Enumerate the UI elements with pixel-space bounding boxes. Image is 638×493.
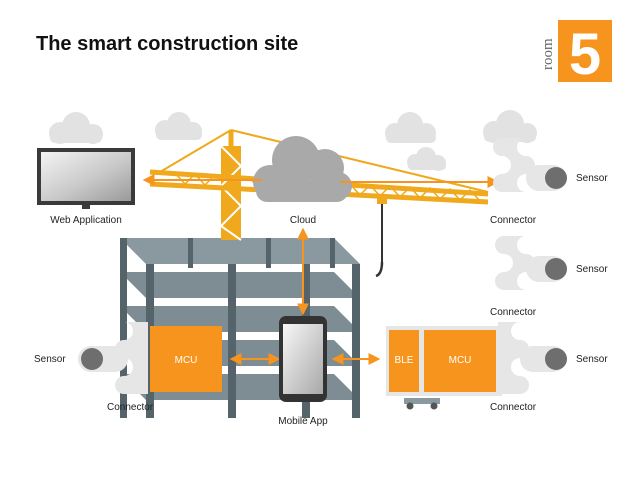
cloud-icon xyxy=(483,110,537,143)
connector-label-right: Connector xyxy=(490,402,537,413)
sensor-label-middle: Sensor xyxy=(576,264,608,275)
mobile-app-label: Mobile App xyxy=(278,416,328,427)
mcu-right-label: MCU xyxy=(449,355,472,366)
connection-arrows xyxy=(142,174,500,365)
cloud-label: Cloud xyxy=(290,215,316,226)
background-clouds xyxy=(49,110,537,171)
cloud-icon xyxy=(385,112,436,143)
sensor-label-top: Sensor xyxy=(576,173,608,184)
cloud-icon xyxy=(407,147,446,171)
mobile-phone-icon xyxy=(279,316,327,402)
connector-left xyxy=(78,322,222,394)
sensor-label-left: Sensor xyxy=(34,354,66,365)
ble-label: BLE xyxy=(395,355,414,366)
connector-top xyxy=(493,138,567,192)
central-cloud-icon xyxy=(253,136,352,202)
ble-mcu-device xyxy=(386,322,567,410)
page-title: The smart construction site xyxy=(36,33,299,55)
svg-text:5: 5 xyxy=(569,22,601,87)
connector-label-left: Connector xyxy=(107,402,154,413)
cloud-icon xyxy=(155,112,202,140)
svg-text:room: room xyxy=(540,38,556,70)
cloud-icon xyxy=(49,112,103,144)
connector-label-top: Connector xyxy=(490,215,537,226)
connector-label-middle: Connector xyxy=(490,307,537,318)
sensor-label-right: Sensor xyxy=(576,354,608,365)
web-application-monitor xyxy=(37,148,135,209)
room5-logo: 5 room xyxy=(540,20,612,87)
mcu-left-label: MCU xyxy=(175,355,198,366)
web-application-label: Web Application xyxy=(50,215,122,226)
connector-middle xyxy=(495,236,567,290)
